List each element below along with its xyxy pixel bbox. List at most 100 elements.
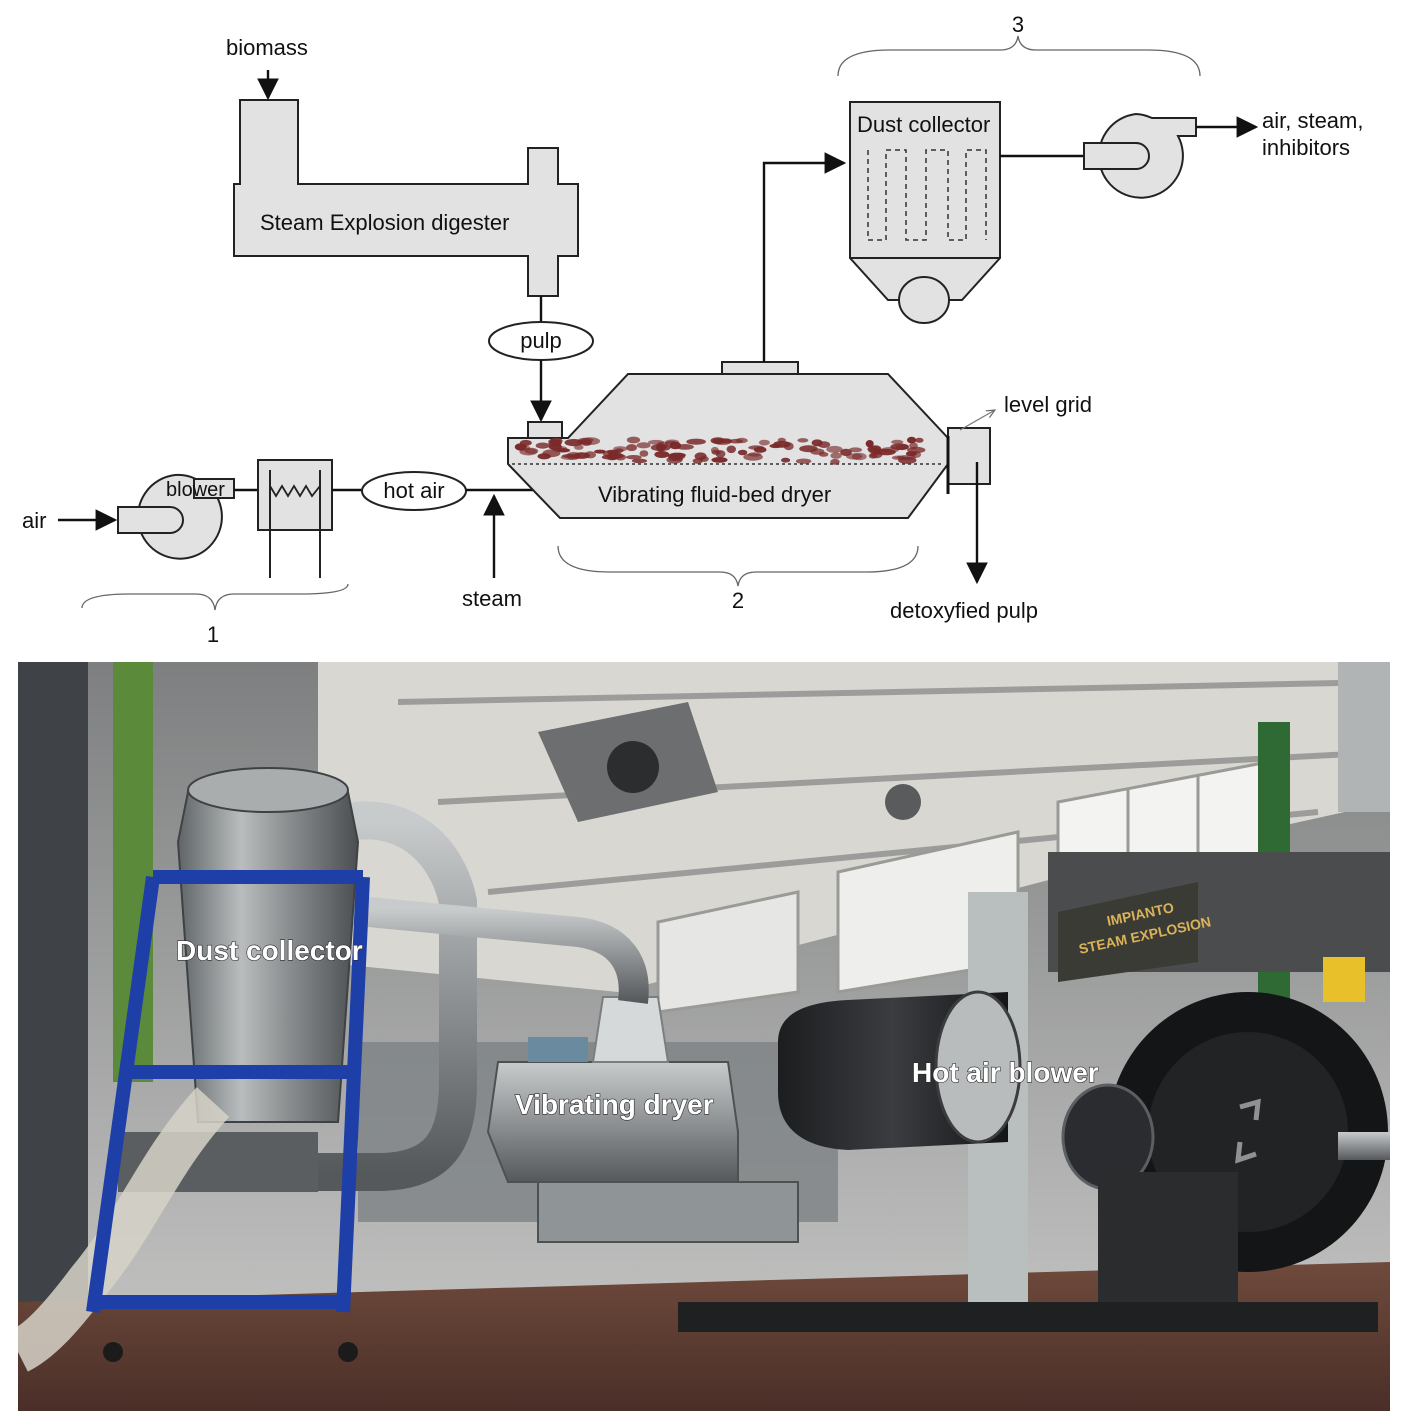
dryer-motor [528,1037,588,1062]
floor [18,1262,1390,1411]
pulp-particle [748,445,764,450]
blower-stand [1098,1172,1238,1302]
exhaust-fan-motor [1083,142,1150,170]
caster-wheel [103,1342,123,1362]
pulp-particle [797,438,809,443]
dryer-exhaust-duct [346,895,649,1004]
pulp-particle [729,438,743,444]
pulp-particle [737,449,748,456]
label-dryer: Vibrating fluid-bed dryer [598,482,831,507]
pulp-particle [514,443,527,451]
label-pulp: pulp [520,328,562,353]
blower-outlet-duct [1338,1132,1390,1160]
label-hot-air: hot air [383,478,444,503]
pulp-particle [626,436,641,444]
vibrating-dryer [486,1061,739,1183]
pulp-particle [564,439,583,447]
pulp-particle [773,440,791,448]
pulp-particle [905,451,917,457]
photo-label-hot-air-blower: Hot air blower [912,1057,1099,1088]
pulp-particle [626,444,637,452]
section-2-brace [557,545,919,587]
pulp-particle [896,455,917,461]
pulp-particle [639,450,649,457]
pulp-particle [631,458,648,464]
pulp-particle [848,447,863,453]
pulp-particle [726,445,736,454]
section-1-brace [81,583,349,611]
pulp-particle [686,438,706,445]
pulp-particle [781,457,791,463]
ceiling-lamp [885,784,921,820]
pulp-particle [650,444,671,452]
pulp-particle [830,458,840,465]
pulp-particle [654,451,670,458]
pulp-particle [665,440,678,446]
label-steam: steam [462,586,522,611]
steam-explosion-sign [1058,882,1198,982]
pulp-particle [915,437,924,443]
dust-collector-top [187,767,349,813]
pulp-particle [711,457,728,463]
heater-coil-icon [269,484,321,498]
pulp-particle [743,453,763,461]
pulp-particle [535,442,550,449]
pulp-particle [668,453,679,461]
pulp-particle [553,439,562,447]
pulp-particle [524,447,539,454]
dryer-exhaust-port [721,361,799,375]
label-air: air [22,508,46,533]
pulp-particle [594,449,606,454]
pulp-particle [799,445,818,453]
pulp-particle [758,439,770,446]
blower-outlet [193,478,235,499]
exhaust-to-dust-collector-arrow [762,152,847,362]
pulp-particle [891,439,904,445]
label-outlet-line2: inhibitors [1262,135,1350,160]
label-dust-collector: Dust collector [857,112,990,137]
pulp-particle [636,442,651,449]
filter-bags [867,149,987,241]
pulp-particle [699,456,709,462]
pulp-particle [830,452,842,459]
dryer-base [537,1181,799,1243]
blue-support-frame [86,870,370,1313]
steam-explosion-digester [233,99,579,297]
dust-collector-valve [898,276,950,324]
pulp-particle [647,439,665,445]
pulp-particle [542,449,561,458]
main-duct [218,801,477,1191]
pulp-particle [566,452,582,460]
blower-logo-icon [1235,1098,1261,1164]
label-outlet-line1: air, steam, [1262,108,1363,133]
pulp-particle [625,455,642,460]
pulp-particle [715,450,726,458]
dryer-pulp-inlet [527,421,563,439]
pulp-particle [614,448,624,453]
photo-label-dust-collector: Dust collector [176,935,363,966]
pulp-particle [865,440,874,448]
warning-sign [1323,957,1365,1002]
blower-motor [117,506,184,534]
label-detoxified-pulp: detoxyfied pulp [890,598,1038,623]
section-2-number: 2 [732,588,744,613]
pulp-particle [826,445,843,453]
blower-base-rail [678,1302,1378,1332]
pulp-particle [795,458,812,464]
pulp-particle [890,443,909,451]
pulp-particle [584,451,596,459]
level-grid-pointer [959,410,995,431]
pulp-particle [608,453,624,459]
label-level-grid: level grid [1004,392,1092,417]
dryer-exhaust-hood [591,996,670,1063]
pulp-particle [818,441,831,448]
section-3-number: 3 [1012,12,1024,37]
pulp-particle [909,442,918,450]
process-diagram: biomass Steam Explosion digester pulp ai… [22,12,1363,647]
label-blower: blower [166,479,225,501]
pulp-particles [514,436,926,465]
pulp-particle [846,453,863,460]
label-biomass: biomass [226,35,308,60]
pulp-particle [869,445,881,451]
